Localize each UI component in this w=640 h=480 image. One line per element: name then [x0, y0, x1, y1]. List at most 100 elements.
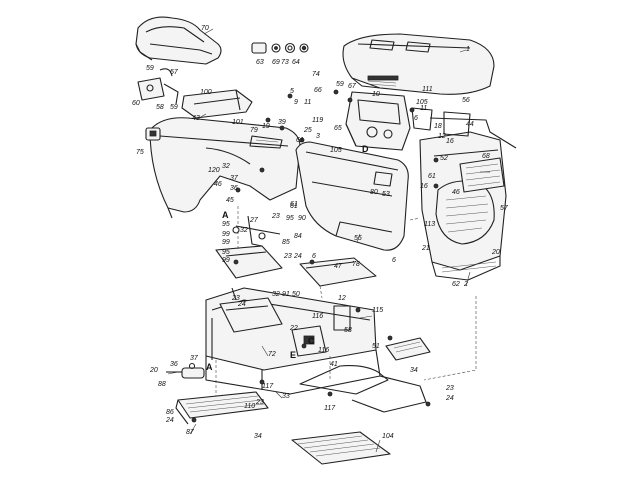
- callout-53: 53: [382, 191, 390, 198]
- callout-84: 84: [294, 233, 302, 240]
- callout-2: 2: [463, 281, 468, 288]
- callout-21: 21: [421, 245, 430, 252]
- grille: [419, 131, 507, 281]
- callout-12-b: 12: [338, 295, 346, 302]
- callout-59-c: 59: [336, 81, 344, 88]
- callout-116-a: 116: [312, 313, 323, 320]
- callout-24-d: 24: [445, 395, 454, 402]
- front-panel: [295, 141, 409, 251]
- callout-23-b: 23: [283, 253, 292, 260]
- rear-fender: [149, 117, 301, 219]
- callout-44: 44: [466, 121, 474, 128]
- callout-32-b: 32: [240, 227, 248, 234]
- callout-23-d: 23: [255, 399, 264, 406]
- front-axle-pin: [166, 362, 205, 379]
- reference-letter-a-bottom: A: [206, 362, 213, 372]
- callout-117-b: 117: [324, 405, 336, 412]
- callout-70: 70: [201, 25, 209, 32]
- callout-6-a: 6: [414, 115, 418, 122]
- callout-95-a: 95: [222, 221, 230, 228]
- callout-73: 73: [281, 59, 289, 66]
- callout-24-c: 24: [165, 417, 174, 424]
- callout-37-a: 37: [230, 175, 239, 182]
- callout-104: 104: [382, 433, 394, 440]
- callout-80: 80: [370, 189, 378, 196]
- callout-43: 43: [192, 115, 200, 122]
- seat-latch: [137, 68, 179, 105]
- headlight-lens: [459, 157, 505, 193]
- callout-37-b: 37: [190, 355, 199, 362]
- callout-57: 57: [170, 69, 179, 76]
- callout-61-b: 61: [428, 173, 436, 180]
- callout-69: 69: [272, 59, 280, 66]
- callout-22: 22: [289, 325, 298, 332]
- callout-66: 66: [314, 87, 322, 94]
- callout-65: 65: [334, 125, 342, 132]
- callout-101: 101: [232, 119, 244, 126]
- callout-32-c: 32: [272, 291, 280, 298]
- callout-48: 46: [214, 181, 222, 188]
- callout-18: 18: [434, 123, 442, 130]
- callout-11-a: 11: [304, 99, 311, 106]
- callout-20-b: 20: [149, 367, 158, 374]
- callout-67: 67: [348, 83, 357, 90]
- callout-68: 68: [482, 153, 490, 160]
- callout-52: 52: [440, 155, 448, 162]
- callout-12-a: 12: [438, 133, 446, 140]
- callout-39: 39: [278, 119, 286, 126]
- callout-16-b: 16: [420, 183, 428, 190]
- callout-58: 58: [156, 104, 164, 111]
- callout-95-c: 95: [286, 215, 294, 222]
- callout-99-a: 99: [222, 231, 230, 238]
- callout-23-c: 23: [231, 295, 240, 302]
- reference-letter-d: D: [362, 144, 369, 154]
- callout-51: 51: [372, 343, 380, 350]
- callout-24-b: 24: [237, 301, 246, 308]
- callout-36-a: 36: [230, 185, 238, 192]
- left-footrest: [175, 391, 269, 425]
- callout-24-a: 24: [293, 253, 302, 260]
- battery-tray: [299, 257, 377, 287]
- callout-19: 19: [262, 123, 270, 130]
- callout-117-a: 117: [262, 383, 274, 390]
- callout-74: 74: [312, 71, 320, 78]
- callout-113: 113: [424, 221, 435, 228]
- callout-61-c: 61: [290, 203, 298, 210]
- callout-20-a: 20: [491, 249, 500, 256]
- callout-64: 64: [292, 59, 300, 66]
- leader-lines: [167, 28, 490, 453]
- reference-letter-c: C: [308, 336, 315, 346]
- callout-46: 46: [452, 189, 460, 196]
- callout-34-b: 34: [254, 433, 262, 440]
- callout-75: 75: [136, 149, 144, 156]
- callout-56: 56: [462, 97, 470, 104]
- callout-47: 47: [334, 263, 343, 270]
- callout-115: 115: [372, 307, 383, 314]
- callout-120: 120: [208, 167, 220, 174]
- callout-88: 88: [158, 381, 166, 388]
- callout-79: 79: [250, 127, 258, 134]
- callout-61-d: 61: [290, 201, 298, 208]
- callout-62: 62: [452, 281, 460, 288]
- step-bracket: [385, 337, 431, 361]
- callout-105-a: 105: [330, 147, 342, 154]
- hood-bracket: [429, 111, 517, 149]
- callout-33: 33: [282, 393, 290, 400]
- callout-90: 90: [298, 215, 306, 222]
- callout-11-b: 11: [420, 105, 427, 112]
- callout-23-a: 23: [271, 213, 280, 220]
- callout-50: 50: [292, 291, 300, 298]
- callout-63: 63: [256, 59, 264, 66]
- callout-1: 1: [466, 46, 470, 53]
- callout-10: 10: [372, 91, 380, 98]
- callout-110: 110: [244, 403, 255, 410]
- callout-34-a: 34: [410, 367, 418, 374]
- callout-60: 60: [132, 100, 140, 107]
- callout-99-c: 99: [222, 257, 230, 264]
- callout-6-c: 6: [312, 253, 316, 260]
- callout-58-b: 58: [344, 327, 352, 334]
- callout-78: 78: [352, 261, 360, 268]
- callout-86: 86: [166, 409, 174, 416]
- callout-41: 41: [330, 361, 338, 368]
- callout-23-e: 23: [445, 385, 454, 392]
